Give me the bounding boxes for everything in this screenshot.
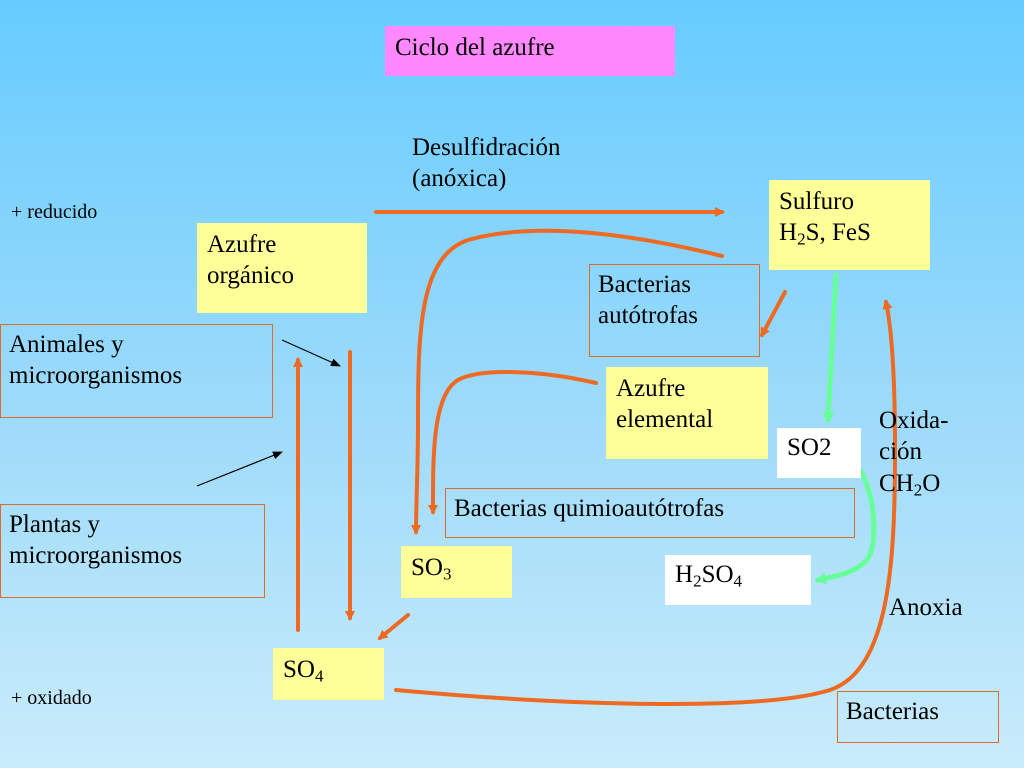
so4-sub: 4 (314, 666, 324, 686)
oxidacion-line2: ción (879, 438, 923, 466)
desulfidracion-line1: Desulfidración (412, 134, 561, 161)
arrow-sulfuro-to-so3 (411, 228, 724, 535)
label-mas-reducido: + reducido (11, 200, 97, 224)
arrow-so2-to-h2so4 (814, 467, 877, 585)
arrow-animales-pointer (281, 339, 341, 367)
bacterias-quimio-text: Bacterias quimioautótrofas (454, 495, 725, 522)
box-h2so4: H2SO4 (665, 555, 811, 605)
box-bacterias-autotrofas: Bacterias autótrofas (589, 264, 760, 357)
label-mas-oxidado: + oxidado (11, 686, 92, 710)
azufre-organico-line1: Azufre (207, 231, 277, 258)
title-text: Ciclo del azufre (395, 34, 555, 61)
arrow-so3-to-so4 (377, 613, 410, 640)
label-desulfidracion: Desulfidración (anóxica) (412, 132, 561, 195)
box-so2: SO2 (777, 428, 861, 478)
bacterias-text: Bacterias (846, 698, 940, 725)
so4-main: SO (283, 656, 315, 683)
arrow-plantas-pointer (196, 451, 283, 487)
arrow-azufre-elemental-to-so3 (427, 370, 598, 515)
oxidado-text: + oxidado (11, 687, 92, 709)
box-so3: SO3 (401, 546, 512, 598)
box-animales: Animales y microorganismos (0, 324, 273, 418)
plantas-line2: microorganismos (9, 542, 183, 570)
diagram-title: Ciclo del azufre (385, 26, 675, 76)
box-sulfuro: Sulfuro H2S, FeS (769, 180, 930, 270)
box-so4: SO4 (273, 648, 384, 700)
sulfuro-line1: Sulfuro (779, 188, 854, 215)
label-anoxia: Anoxia (889, 592, 963, 623)
box-bacterias: Bacterias (837, 691, 999, 743)
arrow-sulfuro-to-so2 (822, 272, 839, 424)
desulfidracion-line2: (anóxica) (412, 165, 507, 193)
oxidacion-line1: Oxida- (879, 407, 949, 434)
bacterias-autotrofas-line2: autótrofas (598, 302, 698, 330)
label-oxidacion: Oxida- ción CH2O (879, 405, 948, 499)
azufre-elemental-line1: Azufre (616, 375, 686, 402)
so3-main: SO (411, 554, 443, 581)
sulfuro-line2: H2S, FeS (779, 219, 871, 249)
so3-sub: 3 (442, 564, 452, 584)
oxidacion-line3: CH2O (879, 469, 941, 499)
arrow-so4-to-sulfuro-anoxia (394, 299, 898, 706)
box-azufre-elemental: Azufre elemental (606, 367, 768, 459)
azufre-elemental-line2: elemental (616, 406, 714, 434)
box-plantas: Plantas y microorganismos (0, 504, 265, 598)
azufre-organico-line2: orgánico (207, 262, 295, 290)
so2-text: SO2 (787, 434, 832, 461)
reducido-text: + reducido (11, 201, 98, 223)
arrow-sulfuro-to-bacterias-autotrofas (760, 290, 787, 338)
bacterias-autotrofas-line1: Bacterias (598, 271, 692, 298)
animales-line1: Animales y (9, 331, 124, 358)
box-azufre-organico: Azufre orgánico (197, 223, 367, 313)
animales-line2: microorganismos (9, 362, 183, 390)
anoxia-text: Anoxia (889, 594, 963, 621)
plantas-line1: Plantas y (9, 511, 100, 538)
box-bacterias-quimioautotrofas: Bacterias quimioautótrofas (445, 488, 855, 538)
